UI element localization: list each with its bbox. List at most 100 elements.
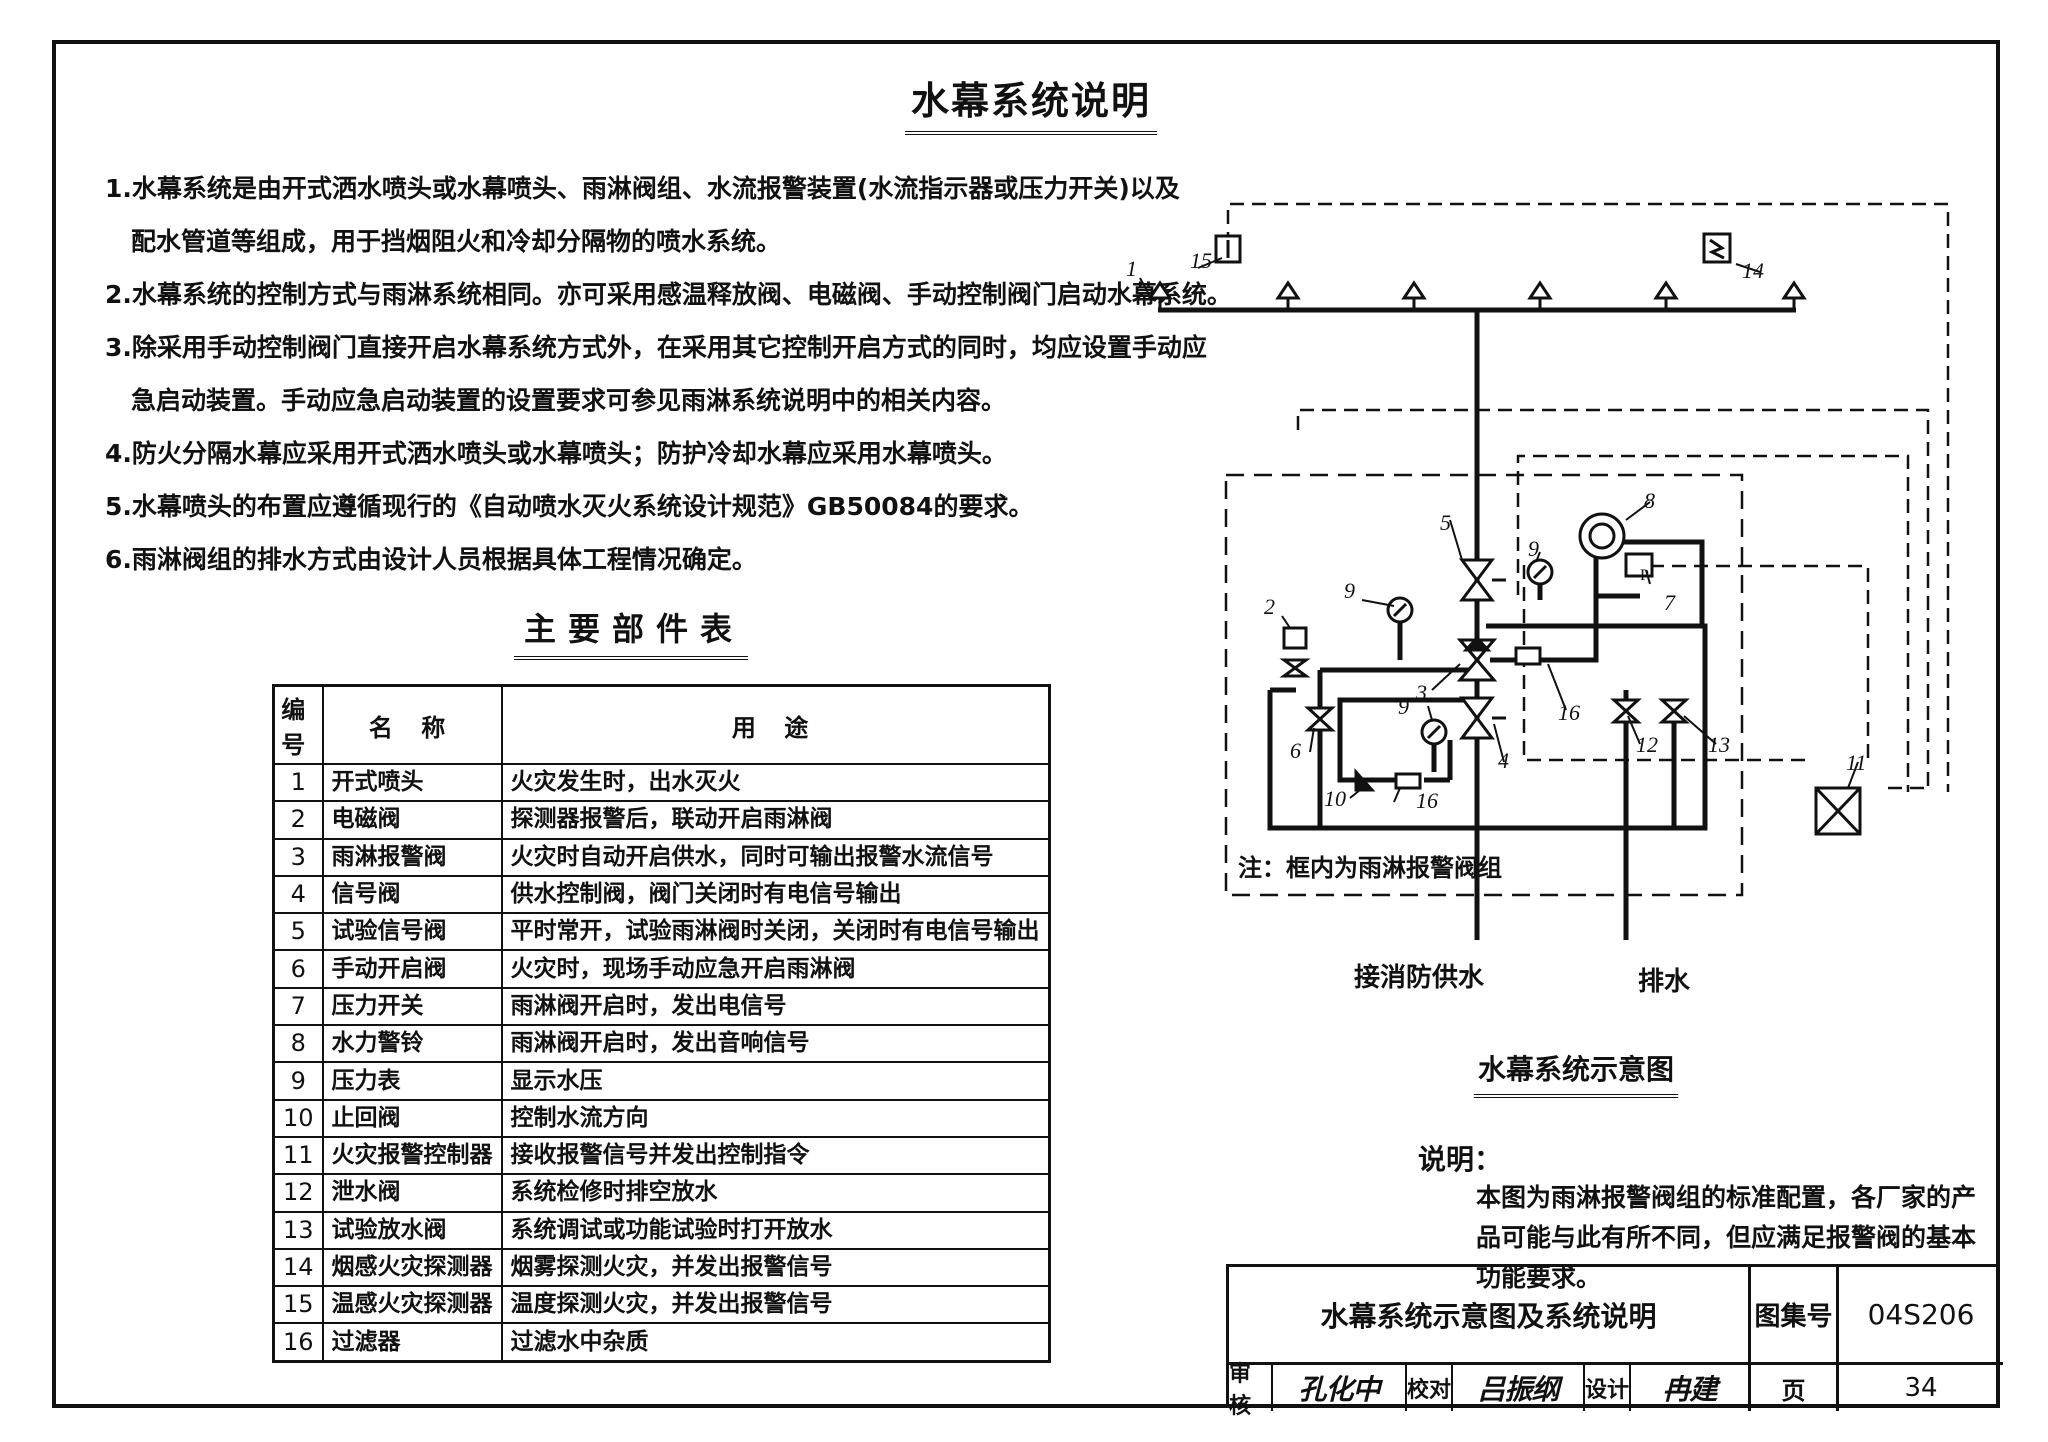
part-name-cell: 电磁阀	[321, 800, 503, 840]
part-name-cell: 过滤器	[321, 1322, 503, 1363]
atlas-number: 04S206	[1839, 1267, 2003, 1365]
part-purpose-cell: 雨淋阀开启时，发出音响信号	[500, 1024, 1051, 1064]
label-7: 7	[1664, 590, 1676, 615]
part-name-cell: 试验信号阀	[321, 912, 503, 952]
table-header-row: 编号 名 称 用 途	[272, 684, 1051, 765]
pipes	[1158, 307, 1796, 940]
part-purpose-cell: 接收报警信号并发出控制指令	[500, 1135, 1051, 1176]
part-number-cell: 13	[272, 1210, 324, 1250]
part-purpose-cell: 温度探测火灾，并发出报警信号	[500, 1285, 1051, 1325]
part-purpose-cell: 供水控制阀，阀门关闭时有电信号输出	[500, 874, 1051, 915]
note-line: 配水管道等组成，用于挡烟阻火和冷却分隔物的喷水系统。	[131, 227, 782, 256]
sprinkler-heads	[1147, 280, 1807, 310]
check-signature: 吕振纲	[1453, 1365, 1585, 1411]
label-16: 16	[1558, 700, 1580, 725]
part-number-cell: 9	[272, 1061, 324, 1101]
open-sprinkler-icon	[1147, 280, 1173, 310]
part-purpose-cell: 探测器报警后，联动开启雨淋阀	[500, 800, 1051, 840]
note-line: 1.水幕系统是由开式洒水喷头或水幕喷头、雨淋阀组、水流报警装置(水流指示器或压力…	[105, 174, 1180, 203]
detectors	[1214, 232, 1732, 264]
note-line: 急启动装置。手动应急启动装置的设置要求可参见雨淋系统说明中的相关内容。	[131, 386, 1007, 415]
part-number-cell: 5	[272, 912, 324, 952]
part-name-cell: 试验放水阀	[321, 1210, 503, 1250]
note-line: 6.雨淋阀组的排水方式由设计人员根据具体工程情况确定。	[105, 545, 757, 574]
label-2: 2	[1264, 594, 1275, 619]
drain-valve-icon	[1610, 698, 1642, 724]
label-8: 8	[1644, 488, 1655, 513]
header-number: 编号	[272, 684, 324, 765]
label-14: 14	[1742, 258, 1764, 283]
part-name-cell: 压力开关	[321, 986, 503, 1027]
note-line: 2.水幕系统的控制方式与雨淋系统相同。亦可采用感温释放阀、电磁阀、手动控制阀门启…	[105, 280, 1232, 309]
design-signature: 冉建	[1631, 1365, 1751, 1411]
part-name-cell: 开式喷头	[321, 762, 503, 803]
part-name-cell: 水力警铃	[321, 1024, 503, 1064]
label-15: 15	[1190, 248, 1212, 273]
note-line: 3.除采用手动控制阀门直接开启水幕系统方式外，在采用其它控制开启方式的同时，均应…	[105, 333, 1207, 362]
part-number-cell: 12	[272, 1173, 324, 1213]
label-13: 13	[1708, 732, 1730, 757]
detector-signal-line	[1226, 202, 1950, 792]
pressure-switch-signal	[1650, 564, 1870, 760]
page-title: 水幕系统说明	[905, 70, 1158, 135]
part-purpose-cell: 显示水压	[500, 1061, 1051, 1101]
part-name-cell: 泄水阀	[321, 1173, 503, 1213]
pressure-gauge-icon	[1526, 558, 1554, 586]
part-purpose-cell: 烟雾探测火灾，并发出报警信号	[500, 1247, 1051, 1288]
supply-water-label: 接消防供水	[1354, 963, 1485, 993]
part-number-cell: 1	[272, 762, 324, 803]
open-sprinkler-icon	[1527, 280, 1553, 310]
part-purpose-cell: 系统调试或功能试验时打开放水	[500, 1210, 1051, 1250]
label-9: 9	[1344, 578, 1355, 603]
pressure-gauge-icon	[1386, 596, 1414, 624]
signal-valve-icon	[1459, 696, 1506, 740]
design-label: 设计	[1585, 1365, 1631, 1411]
part-number-cell: 3	[272, 837, 324, 877]
label-6: 6	[1290, 738, 1301, 763]
test-signal-valve-icon	[1459, 558, 1506, 602]
review-signature: 孔化中	[1273, 1365, 1407, 1411]
fire-alarm-controller-icon	[1814, 786, 1862, 836]
explanation-heading: 说明：	[1418, 1143, 1503, 1176]
solenoid-valve-icon	[1279, 626, 1311, 678]
part-number-cell: 8	[272, 1024, 324, 1064]
part-purpose-cell: 火灾时，现场手动应急开启雨淋阀	[500, 949, 1051, 989]
part-purpose-cell: 火灾发生时，出水灭火	[500, 762, 1051, 803]
title-block: 水幕系统示意图及系统说明 图集号 04S206 审核 孔化中 校对 吕振纲 设计…	[1226, 1264, 2003, 1419]
part-name-cell: 信号阀	[321, 874, 503, 915]
part-purpose-cell: 控制水流方向	[500, 1098, 1051, 1138]
part-number-cell: 14	[272, 1247, 324, 1288]
part-purpose-cell: 平时常开，试验雨淋阀时关闭，关闭时有电信号输出	[500, 912, 1051, 952]
signal-lines	[1226, 202, 1950, 792]
part-name-cell: 火灾报警控制器	[321, 1135, 503, 1176]
note-line: 4.防火分隔水幕应采用开式洒水喷头或水幕喷头；防护冷却水幕应采用水幕喷头。	[105, 439, 1007, 468]
part-number-cell: 16	[272, 1322, 324, 1363]
atlas-label: 图集号	[1751, 1267, 1839, 1365]
explanation-text: 本图为雨淋报警阀组的标准配置，各厂家的产品可能与此有所不同，但应满足报警阀的基本…	[1476, 1183, 1977, 1292]
review-label: 审核	[1229, 1362, 1273, 1419]
open-sprinkler-icon	[1653, 280, 1679, 310]
part-name-cell: 止回阀	[321, 1098, 503, 1138]
open-sprinkler-icon	[1781, 280, 1807, 310]
part-name-cell: 温感火灾探测器	[321, 1285, 503, 1325]
label-12: 12	[1636, 732, 1658, 757]
part-number-cell: 6	[272, 949, 324, 989]
test-drain-valve-icon	[1658, 698, 1690, 724]
water-motor-gong-icon	[1578, 512, 1626, 560]
diagram-title: 水幕系统示意图	[1474, 1048, 1679, 1098]
deluge-alarm-valve-icon	[1456, 635, 1498, 682]
valve-group-frame	[1224, 473, 1744, 897]
pressure-gauge-icon	[1420, 718, 1448, 746]
part-number-cell: 4	[272, 874, 324, 915]
part-name-cell: 雨淋报警阀	[321, 837, 503, 877]
